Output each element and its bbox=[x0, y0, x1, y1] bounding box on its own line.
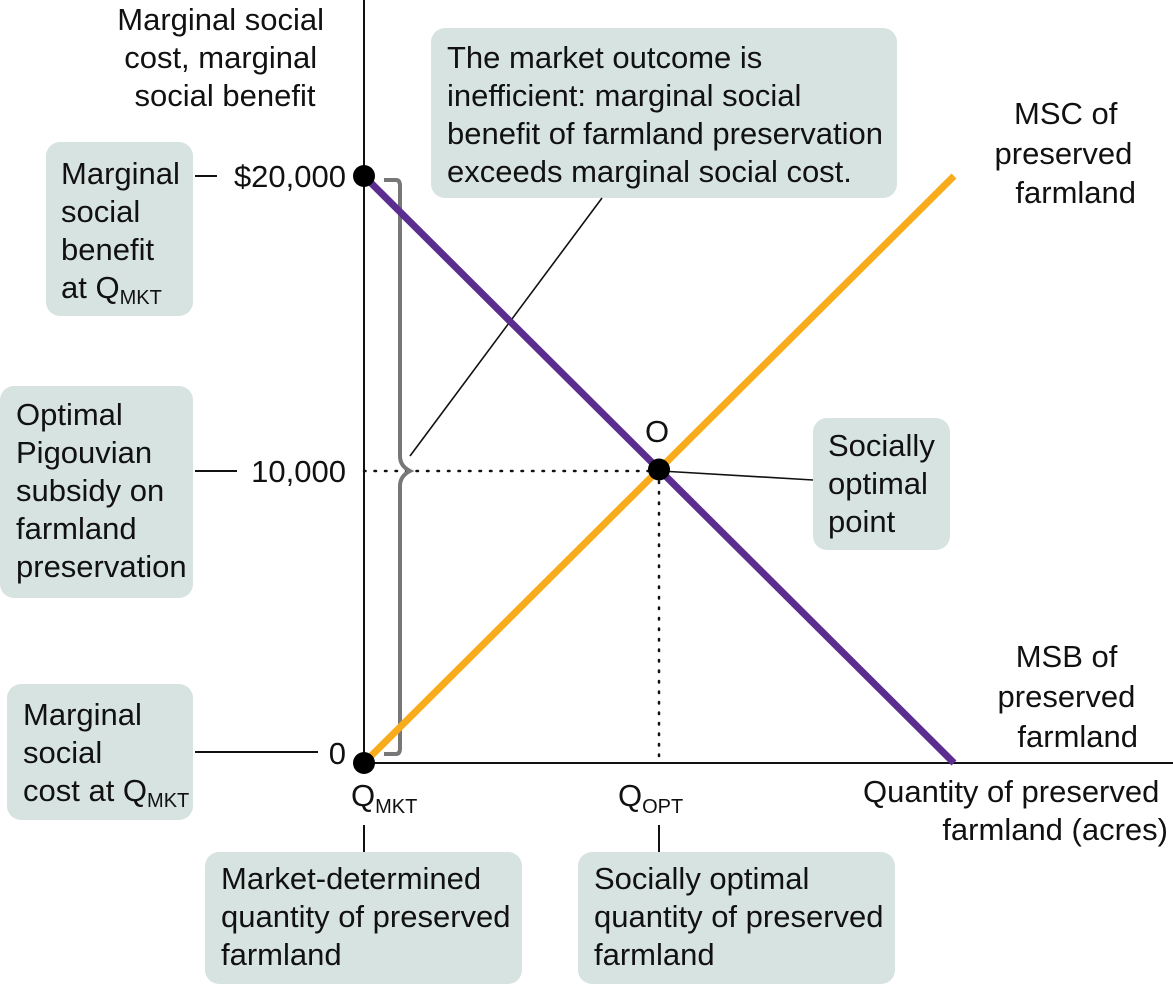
msc-series-label-line: preserved bbox=[995, 136, 1133, 171]
x-tick-sub: OPT bbox=[642, 796, 683, 818]
x-axis-title-line: Quantity of preserved bbox=[863, 774, 1159, 809]
y-tick-label: 0 bbox=[329, 736, 346, 771]
pigouvian-box bbox=[0, 386, 193, 598]
x-tick-sub: MKT bbox=[375, 796, 417, 818]
note-line: Pigouvian bbox=[16, 435, 152, 470]
market-qty-box bbox=[205, 852, 522, 984]
note-line: Marginal bbox=[61, 156, 180, 191]
note-line: quantity of preserved bbox=[594, 899, 884, 934]
msb-series-label: MSB of preserved farmland bbox=[998, 639, 1144, 754]
msb-at-qmkt-text: Marginal social benefit at QMKT bbox=[61, 156, 189, 309]
inefficient-note-text: The market outcome is inefficient: margi… bbox=[447, 40, 892, 189]
note-line: subsidy on bbox=[16, 473, 164, 508]
msc-at-qmkt-box bbox=[7, 684, 193, 820]
msc-series-label-line: MSC of bbox=[1014, 96, 1118, 131]
social-point-text: Socially optimal point bbox=[828, 428, 943, 539]
msb-series-label-line: preserved bbox=[998, 679, 1136, 714]
note-line: The market outcome is bbox=[447, 40, 762, 75]
note-line: Socially bbox=[828, 428, 935, 463]
note-line: at Q bbox=[61, 270, 120, 305]
msb-series-label-line: farmland bbox=[1017, 719, 1138, 754]
note-line: farmland bbox=[221, 937, 342, 972]
y-axis-title-line: social benefit bbox=[135, 78, 316, 113]
note-line: preservation bbox=[16, 549, 187, 584]
note-line: farmland bbox=[16, 511, 137, 546]
x-axis-title-line: farmland (acres) bbox=[942, 812, 1168, 847]
optimal-point bbox=[648, 458, 670, 481]
msb-series-label-line: MSB of bbox=[1016, 639, 1118, 674]
note-line: benefit of farmland preservation bbox=[447, 116, 883, 151]
leader-social-point bbox=[660, 470, 814, 481]
pigouvian-text: Optimal Pigouvian subsidy on farmland pr… bbox=[16, 397, 187, 584]
social-point-box bbox=[813, 418, 950, 550]
subsidy-brace bbox=[384, 178, 415, 756]
inefficient-note-box bbox=[431, 28, 897, 198]
note-line: Socially optimal bbox=[594, 861, 809, 896]
note-line: point bbox=[828, 504, 896, 539]
note-line: benefit bbox=[61, 232, 154, 267]
note-line: social bbox=[23, 735, 102, 770]
msc-at-qmkt-text: Marginal social cost at QMKT bbox=[23, 697, 189, 812]
note-line: optimal bbox=[828, 466, 928, 501]
msb-at-qmkt-box bbox=[46, 142, 193, 316]
market-high-point bbox=[353, 165, 375, 187]
optimal-qty-box bbox=[578, 852, 895, 984]
optimal-qty-text: Socially optimal quantity of preserved f… bbox=[594, 861, 892, 972]
note-sub: MKT bbox=[120, 287, 162, 309]
points-layer bbox=[353, 165, 670, 774]
y-axis-title: Marginal social cost, marginal social be… bbox=[117, 2, 332, 113]
note-line: farmland bbox=[594, 937, 715, 972]
note-line: cost at Q bbox=[23, 773, 147, 808]
leader-inefficient-note bbox=[409, 197, 603, 457]
note-line: Market-determined bbox=[221, 861, 481, 896]
x-tick-main: Q bbox=[618, 778, 642, 813]
note-line: quantity of preserved bbox=[221, 899, 511, 934]
msc-series-label-line: farmland bbox=[1015, 175, 1136, 210]
note-line: social bbox=[61, 194, 140, 229]
note-line: Marginal bbox=[23, 697, 142, 732]
market-qty-text: Market-determined quantity of preserved … bbox=[221, 861, 519, 972]
optimal-point-label: O bbox=[645, 414, 669, 449]
note-line: exceeds marginal social cost. bbox=[447, 154, 852, 189]
note-line: inefficient: marginal social bbox=[447, 78, 801, 113]
note-sub: MKT bbox=[147, 790, 189, 812]
x-tick-label: QOPT bbox=[618, 778, 683, 818]
y-tick-label: 10,000 bbox=[251, 454, 346, 489]
y-axis-title-line: cost, marginal bbox=[124, 40, 317, 75]
market-low-point bbox=[353, 752, 375, 774]
y-tick-label: $20,000 bbox=[234, 159, 346, 194]
msc-series-label: MSC of preserved farmland bbox=[995, 96, 1141, 210]
x-tick-label: QMKT bbox=[351, 778, 417, 818]
x-axis-title: Quantity of preserved farmland (acres) bbox=[863, 774, 1168, 847]
note-line: Optimal bbox=[16, 397, 123, 432]
y-axis-title-line: Marginal social bbox=[117, 2, 324, 37]
x-tick-main: Q bbox=[351, 778, 375, 813]
